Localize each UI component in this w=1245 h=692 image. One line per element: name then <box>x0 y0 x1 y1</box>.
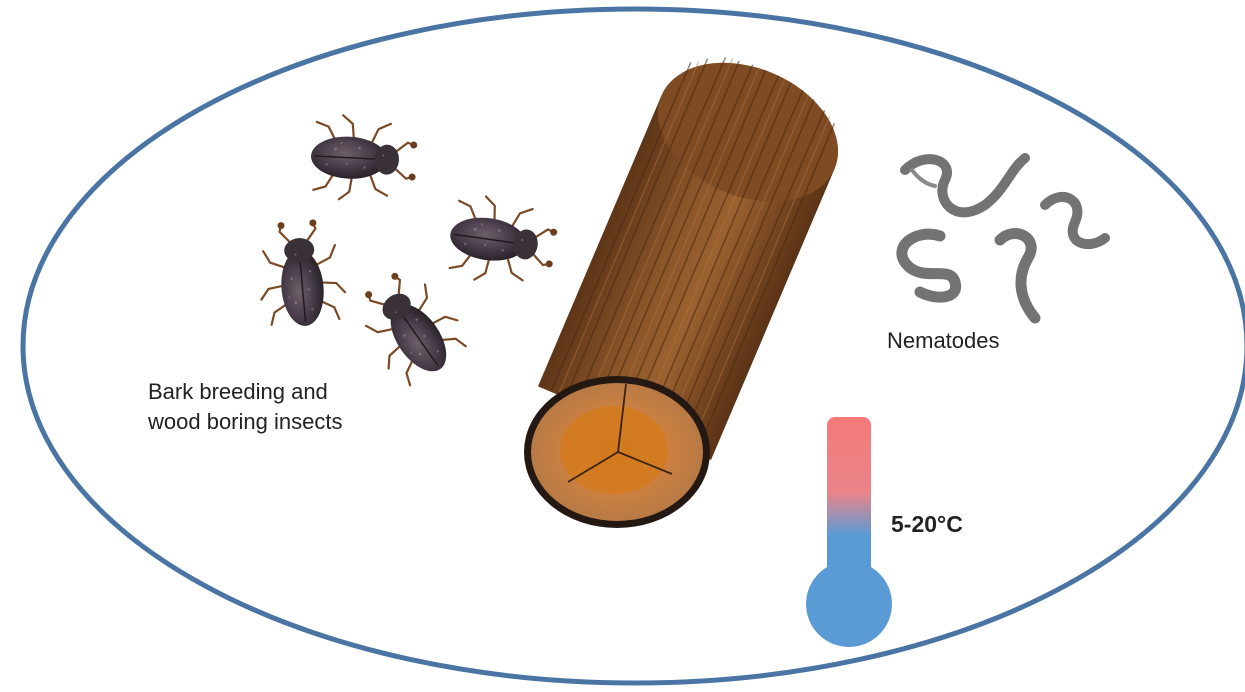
insects-label: Bark breeding and wood boring insects <box>148 377 342 437</box>
insects-label-line2: wood boring insects <box>148 407 342 437</box>
nematodes-label: Nematodes <box>887 326 1000 356</box>
temperature-label: 5-20°C <box>891 509 963 539</box>
insects-label-line1: Bark breeding and <box>148 377 342 407</box>
